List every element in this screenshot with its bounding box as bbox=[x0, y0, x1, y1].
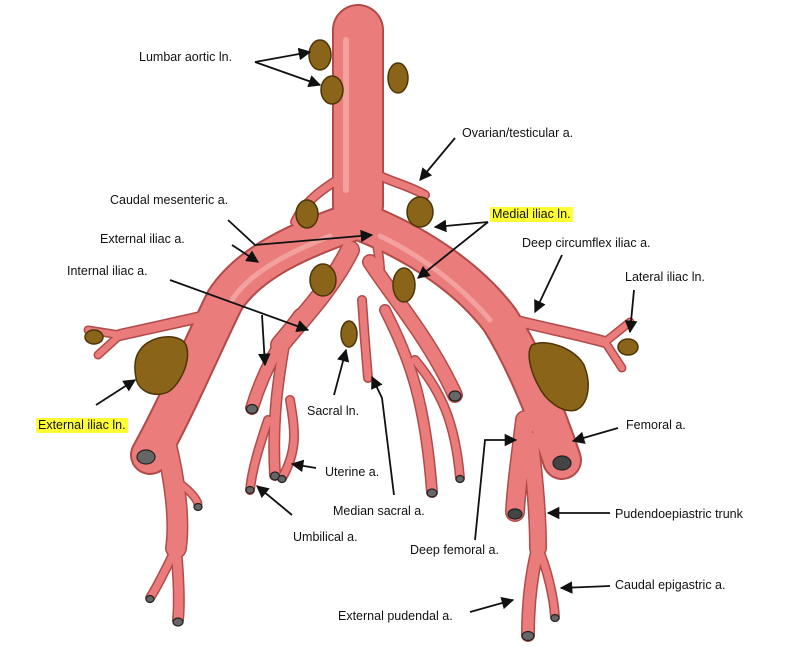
arrow-medial-iliac-1 bbox=[417, 221, 489, 279]
lumen-right-femoral bbox=[552, 455, 572, 471]
lateral-iliac-node bbox=[617, 338, 639, 356]
arrow-umbilical bbox=[256, 485, 293, 516]
lumbar-aortic-node-1 bbox=[308, 39, 332, 71]
label-deep-circumflex-iliac-a: Deep circumflex iliac a. bbox=[522, 236, 651, 250]
left-medial-node bbox=[309, 263, 337, 297]
left-dci-node bbox=[84, 329, 104, 345]
label-caudal-mesenteric-a: Caudal mesenteric a. bbox=[110, 193, 229, 207]
arrow-caudal-epigastric bbox=[559, 581, 611, 594]
arrow-lateral-iliac bbox=[624, 289, 638, 334]
label-ovarian-testicular-a: Ovarian/testicular a. bbox=[462, 126, 574, 140]
arrow-uterine bbox=[290, 459, 317, 473]
arrow-deep-circumflex bbox=[534, 254, 563, 314]
lumbar-aortic-node-3 bbox=[387, 62, 409, 94]
arrow-caudal-mesenteric bbox=[227, 219, 374, 246]
arrow-deep-femoral bbox=[474, 433, 518, 541]
label-median-sacral-a: Median sacral a. bbox=[333, 504, 425, 518]
label-lateral-iliac-ln: Lateral iliac ln. bbox=[625, 270, 705, 284]
sacral-node bbox=[340, 320, 358, 348]
lumbar-aortic-node-2 bbox=[320, 75, 344, 105]
arrow-medial-iliac-2 bbox=[433, 219, 489, 233]
label-femoral-a: Femoral a. bbox=[626, 418, 686, 432]
label-sacral-ln: Sacral ln. bbox=[307, 404, 360, 418]
label-medial-iliac-ln: Medial iliac ln. bbox=[490, 207, 573, 222]
arrow-internal-iliac-2 bbox=[258, 314, 271, 367]
label-caudal-epigastric-a: Caudal epigastric a. bbox=[615, 578, 726, 592]
arrow-femoral bbox=[571, 427, 619, 444]
label-external-pudendal-a: External pudendal a. bbox=[338, 609, 453, 623]
arrow-lumbar-1 bbox=[254, 47, 312, 63]
arrow-internal-iliac bbox=[169, 279, 310, 333]
arrow-external-iliac-a bbox=[231, 244, 260, 263]
label-uterine-a: Uterine a. bbox=[325, 465, 380, 479]
arrow-external-iliac-ln bbox=[95, 379, 137, 406]
arrow-external-pudendal bbox=[469, 596, 515, 613]
label-lumbar-aortic-ln: Lumbar aortic ln. bbox=[139, 50, 233, 64]
arrow-sacral-ln bbox=[333, 348, 350, 396]
label-pudendoepiastric-trunk: Pudendoepiastric trunk bbox=[615, 507, 743, 521]
lumen-left-femoral bbox=[136, 449, 156, 465]
label-deep-femoral-a: Deep femoral a. bbox=[410, 543, 499, 557]
mesenteric-node-left bbox=[295, 199, 319, 229]
external-iliac-node bbox=[134, 336, 189, 396]
label-external-iliac-a: External iliac a. bbox=[100, 232, 185, 246]
label-internal-iliac-a: Internal iliac a. bbox=[67, 264, 148, 278]
medial-iliac-node-right bbox=[406, 196, 434, 228]
label-umbilical-a: Umbilical a. bbox=[293, 530, 358, 544]
arrow-median-sacral bbox=[371, 375, 395, 496]
arrow-lumbar-2 bbox=[254, 61, 322, 88]
right-large-node bbox=[528, 341, 589, 412]
arrow-ovarian bbox=[419, 137, 456, 181]
medial-iliac-node-center bbox=[392, 267, 416, 303]
label-external-iliac-ln: External iliac ln. bbox=[36, 418, 128, 433]
